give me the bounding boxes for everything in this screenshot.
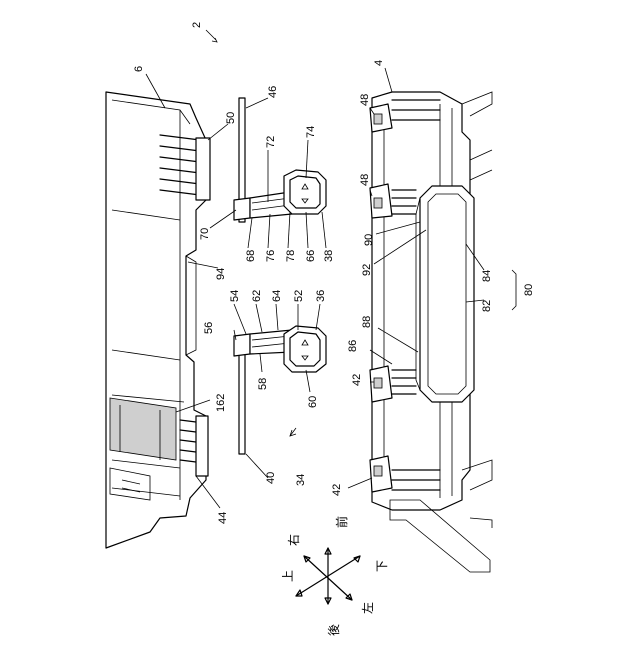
label-64: 64 — [271, 290, 283, 302]
label-68: 68 — [245, 250, 257, 262]
label-88: 88 — [361, 316, 373, 328]
rod-40 — [239, 350, 245, 454]
compass-front: 前 — [334, 516, 349, 528]
label-34: 34 — [295, 474, 307, 486]
label-70: 70 — [199, 228, 211, 240]
label-92: 92 — [361, 264, 373, 276]
label-42b: 42 — [331, 484, 343, 496]
label-78: 78 — [285, 250, 297, 262]
label-62: 62 — [251, 290, 263, 302]
lower-lock-assembly — [234, 326, 326, 372]
label-84: 84 — [481, 270, 493, 282]
label-36: 36 — [315, 290, 327, 302]
label-72: 72 — [265, 136, 277, 148]
compass-left: 左 — [360, 602, 375, 614]
label-4: 4 — [373, 60, 385, 66]
label-52: 52 — [293, 290, 305, 302]
compass-up: 上 — [281, 570, 295, 582]
label-40: 40 — [265, 472, 277, 484]
label-162: 162 — [215, 394, 227, 412]
left-housing — [106, 92, 210, 548]
compass-down: 下 — [375, 560, 389, 572]
compass-back: 後 — [327, 624, 341, 636]
label-50: 50 — [225, 112, 237, 124]
handle-80 — [416, 186, 474, 402]
label-94: 94 — [215, 268, 227, 280]
label-58: 58 — [257, 378, 269, 390]
label-54: 54 — [229, 290, 241, 302]
label-6: 6 — [133, 66, 145, 72]
label-90: 90 — [363, 234, 375, 246]
label-86: 86 — [347, 340, 359, 352]
label-66: 66 — [305, 250, 317, 262]
label-38: 38 — [323, 250, 335, 262]
label-42a: 42 — [351, 374, 363, 386]
label-60: 60 — [307, 396, 319, 408]
direction-compass — [296, 548, 360, 604]
compass-labels: 右 前 上 下 左 後 — [281, 516, 389, 636]
label-2: 2 — [191, 22, 203, 28]
label-56: 56 — [203, 322, 215, 334]
compass-right: 右 — [286, 534, 301, 546]
label-46: 46 — [267, 86, 279, 98]
label-44: 44 — [217, 512, 229, 524]
label-48b: 48 — [359, 174, 371, 186]
label-48a: 48 — [359, 94, 371, 106]
label-80: 80 — [523, 284, 535, 296]
label-82: 82 — [481, 300, 493, 312]
upper-lock-assembly — [234, 170, 326, 220]
label-74: 74 — [305, 126, 317, 138]
label-76: 76 — [265, 250, 277, 262]
